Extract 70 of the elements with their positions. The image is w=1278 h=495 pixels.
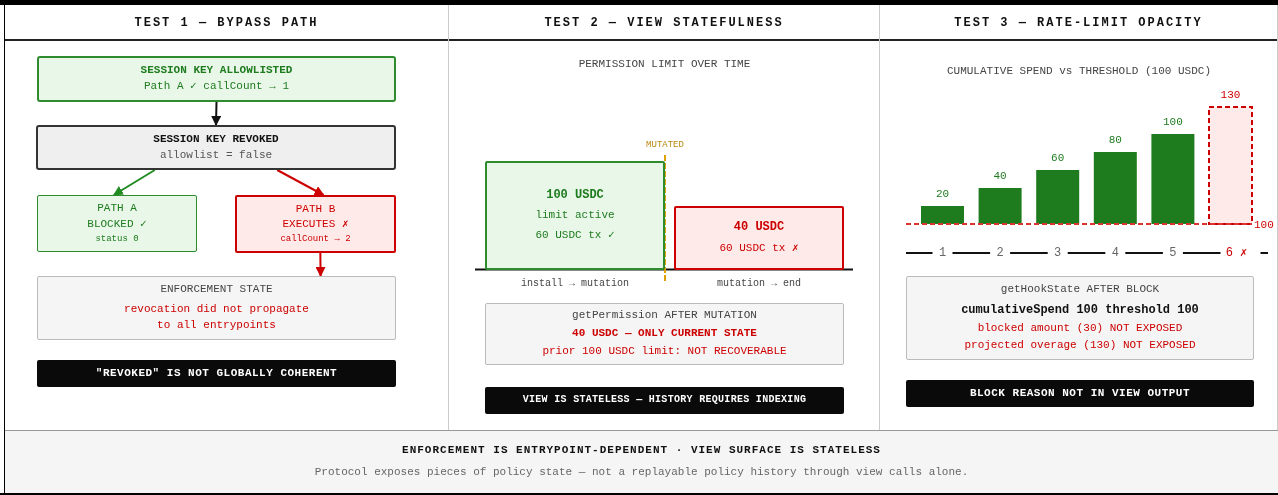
arrow [315,252,326,277]
title-text: SESSION KEY ALLOWLISTED [140,63,293,79]
detail-text: callCount → 2 [280,233,351,247]
chart-title: PERMISSION LIMIT OVER TIME [577,57,752,72]
detail-text: cumulativeSpend 100 threshold 100 [961,302,1199,320]
title-text: PATH B [295,201,336,217]
step-label: 4 [1110,246,1120,260]
limit-block [485,161,665,270]
panel-title: TEST 2 — VIEW STATEFULNESS [544,14,784,32]
value-label: 80 [1107,134,1123,147]
detail-text: Protocol exposes pieces of policy state — not a replayable policy history through view calls alone. [314,465,969,480]
value-label: 20 [934,188,951,201]
marker-label: MUTATED [645,139,685,152]
step-label: 3 [1053,246,1063,260]
path-box [235,195,396,253]
test-panel [880,5,1278,430]
detail-text: EXECUTES ✗ [282,217,349,233]
conclusion-banner [37,360,396,387]
detail-text: limit active [535,208,615,224]
threshold-label: 100 [1254,219,1274,232]
step-label: 2 [995,246,1005,260]
panel-title: TEST 1 — BYPASS PATH [134,14,319,32]
value-label: 60 [1050,152,1066,165]
detail-text: projected overage (130) NOT EXPOSED [964,337,1196,353]
state-box [485,303,844,365]
arrow [276,169,325,196]
title-text: SESSION KEY REVOKED [153,131,279,147]
detail-text: prior 100 USDC limit: NOT RECOVERABLE [542,343,787,359]
detail-text: 60 USDC tx ✓ [535,228,615,244]
detail-text: Path A ✓ callCount → 1 [143,79,290,94]
title-text: ENFORCEMENT STATE [160,282,273,298]
step-label: 1 [937,246,948,260]
time-label: mutation → end [716,277,802,291]
detail-text: status 0 [95,232,139,246]
chart-title: CUMULATIVE SPEND vs THRESHOLD (100 USDC) [945,64,1212,79]
footer-panel [5,430,1278,493]
title-text: PATH A [97,201,137,217]
conclusion-banner [906,380,1254,407]
detail-text: 40 USDC — ONLY CURRENT STATE [572,326,757,342]
panel-title: TEST 3 — RATE-LIMIT OPACITY [954,14,1203,32]
value-label: 100 [1162,116,1184,129]
step-label: 6 ✗ [1224,246,1249,260]
state-box [37,276,396,340]
title-text: BLOCK REASON NOT IN VIEW OUTPUT [969,385,1191,401]
title-text: ENFORCEMENT IS ENTRYPOINT-DEPENDENT · VIEW SURFACE IS STATELESS [402,443,881,459]
detail-text: BLOCKED ✓ [87,216,147,232]
test-panel [449,5,880,430]
conclusion-banner [485,387,844,414]
title-text: "REVOKED" IS NOT GLOBALLY COHERENT [95,365,338,381]
limit-block [674,206,844,270]
value-label: 40 [992,170,1008,183]
detail-text: revocation did not propagate to all entrypoints [123,302,310,333]
title-text: VIEW IS STATELESS — HISTORY REQUIRES INDEXING [522,393,807,408]
title-text: 100 USDC [546,186,604,204]
test-panel [5,5,449,430]
detail-text: 60 USDC tx ✗ [719,240,799,256]
state-box [906,276,1254,360]
detail-text: blocked amount (30) NOT EXPOSED [977,320,1183,336]
time-label: install → mutation [520,277,630,291]
title-text: 40 USDC [733,219,785,237]
status-box [36,125,396,170]
arrow [112,169,156,196]
title-text: getHookState AFTER BLOCK [1000,282,1160,298]
path-box [37,195,197,252]
status-box [37,56,396,102]
value-label: 130 [1219,89,1242,102]
arrow [211,101,222,126]
title-text: getPermission AFTER MUTATION [572,308,757,324]
detail-text: allowlist = false [159,147,273,163]
step-label: 5 [1168,246,1178,260]
